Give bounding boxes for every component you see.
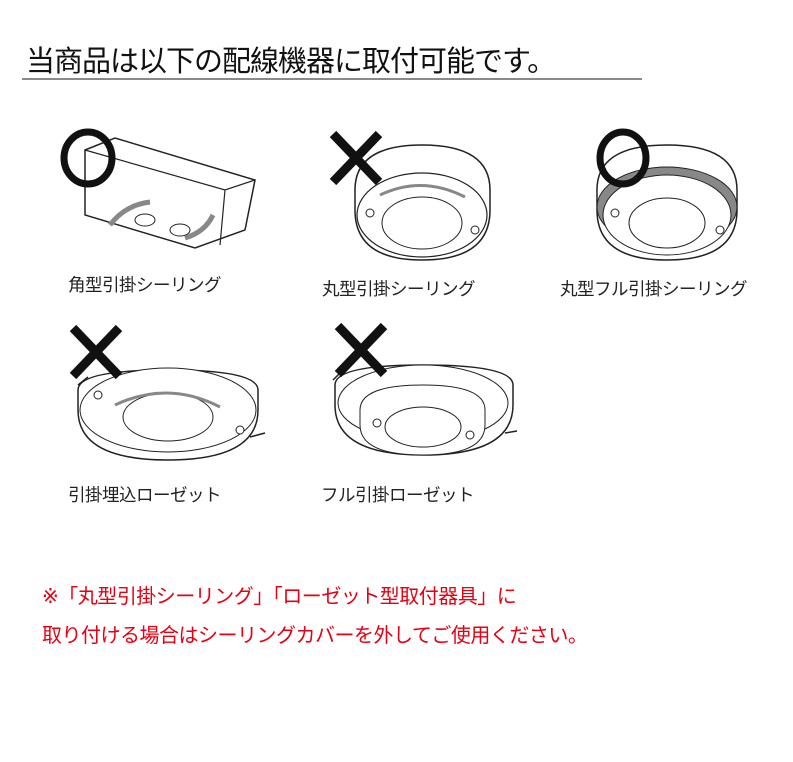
incompatible-x-icon <box>69 324 123 380</box>
incompatible-x-icon <box>334 322 388 378</box>
device-label: 丸型フル引掛シーリング <box>560 280 748 300</box>
embedded-rosette-illustration <box>77 367 266 461</box>
compatible-circle-icon <box>60 128 116 188</box>
note-line-1: ※「丸型引掛シーリング」「ローゼット型取付器具」に <box>42 584 517 608</box>
square-ceiling-illustration <box>84 137 256 249</box>
compatible-circle-icon <box>596 128 650 188</box>
round-full-ceiling-illustration <box>596 144 738 261</box>
page-title: 当商品は以下の配線機器に取付可能です。 <box>26 44 556 78</box>
round-ceiling-illustration <box>354 144 491 261</box>
device-label: 丸型引掛シーリング <box>322 280 476 300</box>
incompatible-x-icon <box>329 130 383 186</box>
device-label: フル引掛ローゼット <box>321 486 475 506</box>
note-line-2: 取り付ける場合はシーリングカバーを外してご使用ください。 <box>42 623 588 647</box>
title-underline <box>22 78 642 80</box>
device-label: 角型引掛シーリング <box>68 276 222 296</box>
full-rosette-illustration <box>332 364 518 456</box>
device-label: 引掛埋込ローゼット <box>68 486 222 506</box>
